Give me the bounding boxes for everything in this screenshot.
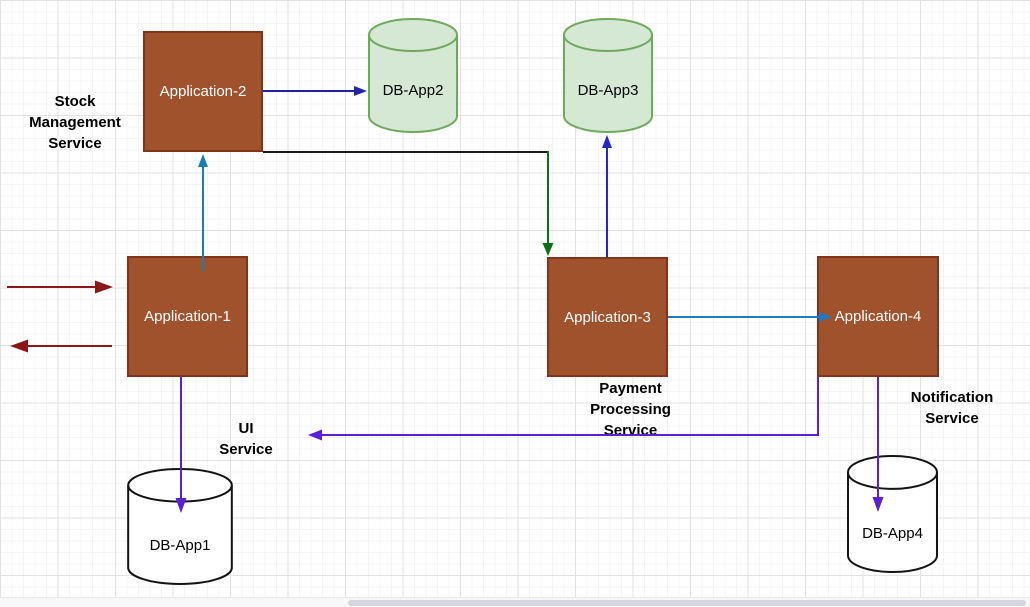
node-application-4-label: Application-4 xyxy=(834,308,922,325)
node-db-app1-label: DB-App1 xyxy=(149,537,211,555)
node-application-2[interactable]: Application-2 xyxy=(143,31,263,152)
inbound-request-arrow-head xyxy=(95,280,113,294)
app2-to-dbapp2-arrow-head xyxy=(354,86,367,96)
node-application-1-label: Application-1 xyxy=(144,308,231,325)
node-db-app2[interactable]: DB-App2 xyxy=(368,18,458,133)
node-db-app3-label: DB-App3 xyxy=(577,82,639,100)
node-db-app3[interactable]: DB-App3 xyxy=(563,18,653,133)
app2-to-app3-arrow-head xyxy=(542,243,554,256)
app4-to-uiservice-arrow-head xyxy=(308,429,322,441)
node-application-3-label: Application-3 xyxy=(564,308,651,326)
node-application-1[interactable]: Application-1 xyxy=(127,256,248,377)
label-ui-service[interactable]: UI Service xyxy=(219,420,273,458)
node-db-app2-label: DB-App2 xyxy=(382,82,444,100)
label-notification-service[interactable]: Notification Service xyxy=(910,389,994,427)
database-cylinder-icon xyxy=(563,18,653,133)
database-cylinder-icon xyxy=(847,455,938,573)
label-stock-management-service[interactable]: Stock Management Service xyxy=(29,93,121,152)
horizontal-scrollbar-track[interactable] xyxy=(0,597,1030,607)
app1-to-app2-arrow-head xyxy=(198,154,208,167)
horizontal-scrollbar-thumb[interactable] xyxy=(348,600,1026,606)
database-cylinder-icon xyxy=(368,18,458,133)
database-cylinder-icon xyxy=(127,468,233,585)
node-db-app4[interactable]: DB-App4 xyxy=(847,455,938,573)
label-payment-processing-service[interactable]: Payment Processing Service xyxy=(590,380,671,439)
node-application-2-label: Application-2 xyxy=(159,83,247,100)
node-application-4[interactable]: Application-4 xyxy=(817,256,939,377)
app3-to-dbapp3-arrow-head xyxy=(602,135,612,148)
node-application-3[interactable]: Application-3 xyxy=(547,257,668,377)
node-db-app4-label: DB-App4 xyxy=(862,524,923,542)
outbound-response-arrow-head xyxy=(10,339,28,353)
node-db-app1[interactable]: DB-App1 xyxy=(127,468,233,585)
